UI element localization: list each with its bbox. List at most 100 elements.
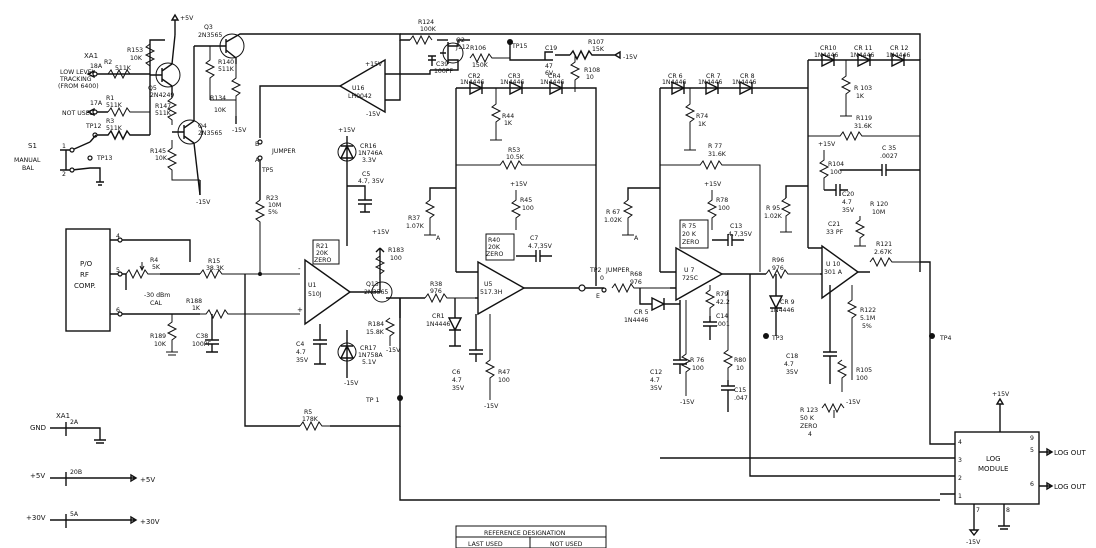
r37-label: R37 [408,215,420,222]
r3-label: R3 [106,118,114,125]
r21-label: R21 [316,243,328,250]
r123-value-2: ZERO [800,423,817,430]
c7-label: C7 [530,235,538,242]
u1-label: U1 [308,282,317,289]
svg-text:+: + [297,306,303,314]
reference-table-col1: LAST USED [468,541,503,548]
q2-label: Q2 [456,37,465,44]
r4-value: 5K [152,264,161,271]
cr12-label: CR 12 [890,45,909,52]
r78-value: 100 [718,205,730,212]
svg-text:E: E [596,293,600,300]
r95-label: R 95 [766,205,780,212]
log-pin5: 5 [1030,447,1034,454]
cr6-value: 1N4446 [662,79,686,86]
pin-5a-label: 5A [70,511,79,518]
r77-value: 31.6K [708,151,727,158]
tp4-label: TP4 [939,335,952,342]
r184-label: R184 [368,321,384,328]
u7-label: U 7 [684,267,694,274]
u1-plus15-label: +15V [372,229,390,236]
tp12-label: TP12 [85,123,101,130]
c19-value-1: 47 [545,63,553,70]
u7-minus15-label: -15V [680,399,695,406]
gnd-label: GND [30,424,46,432]
r40-label: R40 [488,237,500,244]
reference-table-col2: NOT USED [550,541,583,548]
c21-value: 33 PF [826,229,844,236]
cr10-value: 1N4446 [814,52,838,59]
minus15v-r134-label: -15V [232,127,247,134]
r122-value-1: 5.1M [860,315,875,322]
rf-pin6-label: 6 [116,307,120,314]
r96-value: 976 [772,265,784,272]
c19-value-2: 6V [545,70,554,77]
low-level-label-1: LOW LEVEL [60,69,96,76]
r147-value: 511K [155,110,172,117]
r123-value-3: 4 [808,431,812,438]
cr16-label: CR16 [360,143,377,150]
r44-label: R44 [502,113,514,120]
r103-value: 1K [856,93,865,100]
jumper-1-label: JUMPER [271,148,296,155]
log-pin3: 3 [958,457,962,464]
r121-value: 2.67K [874,249,893,256]
cr11-value: 1N4446 [850,52,874,59]
log-module-label-2: MODULE [978,465,1008,473]
r108-value: 10 [586,74,594,81]
q4-value: 2N3565 [198,130,222,137]
r96-label: R96 [772,257,784,264]
u5-value: 517.3H [480,289,503,296]
svg-text:2: 2 [62,171,66,178]
manual-label: MANUAL [14,157,41,164]
svg-text:1: 1 [62,143,66,150]
r123-value-1: 50 K [800,415,815,422]
c18-label: C18 [786,353,798,360]
r74-value: 1K [698,121,707,128]
tp15-label: TP15 [511,43,527,50]
cr4-label: CR4 [548,73,561,80]
r119-value: 31.6K [854,123,873,130]
log-pin8: 8 [1006,507,1010,514]
u5-plus15-label: +15V [510,181,528,188]
u16-minus15-label: -15V [366,111,381,118]
r147-label: R147 [155,103,171,110]
rf-cal-label-1: -30 dBm [144,292,170,299]
c6-value-2: 35V [452,385,465,392]
r80-label: R80 [734,357,746,364]
cr8-label: CR 8 [740,73,755,80]
rf-comp-label-2: RF [80,271,89,279]
c39-label: C39 [436,61,448,68]
r124-value: 100K [420,26,437,33]
r47-label: R47 [498,369,510,376]
r183-value: 100 [390,255,402,262]
u10-value: 301 A [824,269,843,276]
cr6-label: CR 6 [668,73,683,80]
log-minus15-label: -15V [966,539,981,546]
minus15v-r107-label: -15V [623,54,638,61]
r134-label: R134 [210,95,226,102]
q3-label: Q3 [204,24,213,31]
r3-value: 511K [106,125,123,132]
xa1-label: XA1 [84,52,98,60]
q13-value: 2N3565 [364,289,388,296]
log-module-box [954,431,1040,505]
c6-label: C6 [452,369,460,376]
cr5-label: CR 5 [634,309,649,316]
cr11-label: CR 11 [854,45,873,52]
r107-label: R107 [588,39,604,46]
r103-label: R 103 [854,85,872,92]
u7-plus15-label: +15V [704,181,722,188]
r75-value-2: ZERO [682,239,699,246]
r37-value: 1.07K [406,223,425,230]
c4-label: C4 [296,341,304,348]
c19-label: C19 [545,45,557,52]
pin-2a-label: 2A [70,419,79,426]
r5-label: R5 [304,409,312,416]
plus30v-out-label: +30V [140,518,160,526]
r104-label: R104 [828,161,844,168]
cr2-label: CR2 [468,73,481,80]
log-plus15-label: +15V [992,391,1010,398]
r78-label: R78 [716,197,728,204]
